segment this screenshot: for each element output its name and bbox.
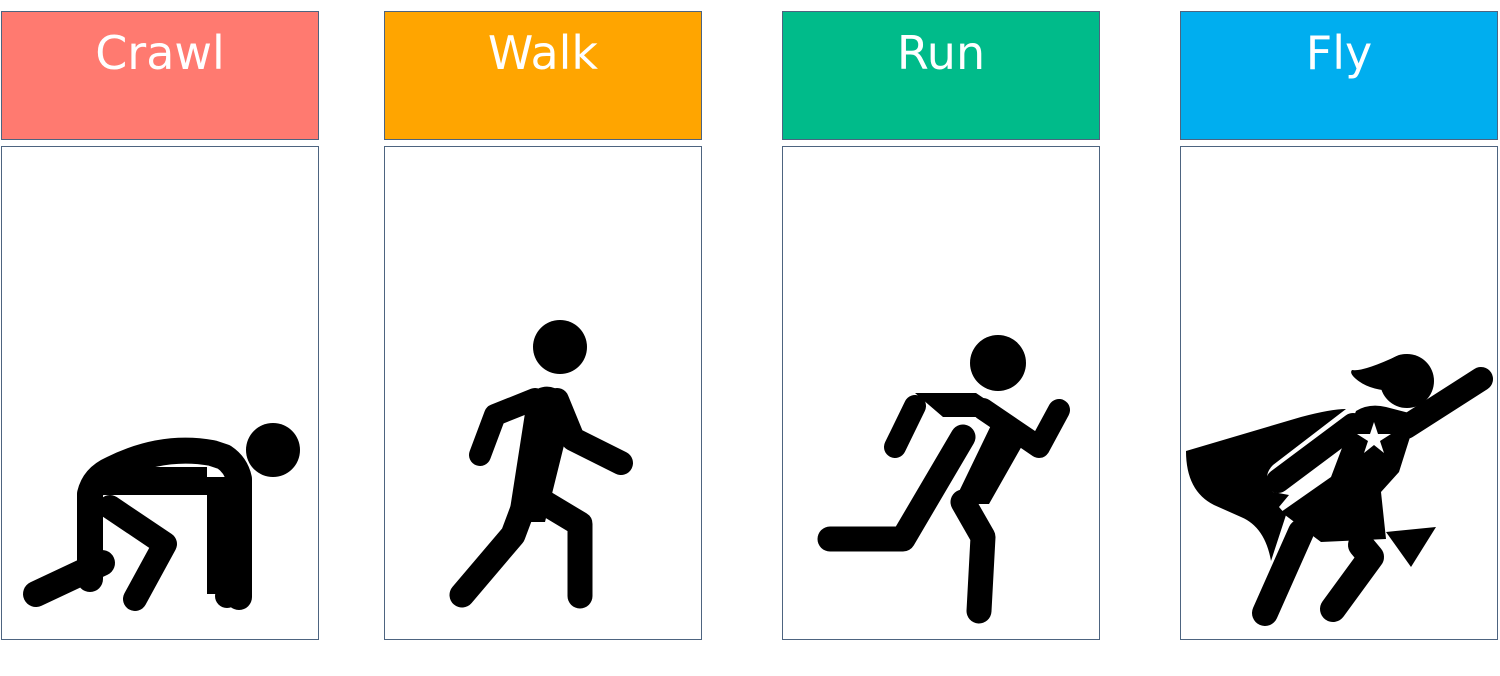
stage-panel-run (782, 146, 1100, 640)
stage-header-walk: Walk (384, 11, 702, 140)
crawling-person-icon (23, 423, 300, 611)
stage-header-run: Run (782, 11, 1100, 140)
stage-header-crawl: Crawl (1, 11, 319, 140)
stage-panel-crawl (1, 146, 319, 640)
walking-person-icon (449, 320, 633, 609)
running-person-icon (817, 335, 1070, 624)
stage-panel-walk (384, 146, 702, 640)
stage-panel-fly (1180, 146, 1498, 640)
stage-header-fly: Fly (1180, 11, 1498, 140)
flying-superhero-icon (1186, 354, 1493, 626)
stage-label: Walk (487, 26, 599, 80)
stage-label: Fly (1305, 26, 1373, 80)
stage-label: Run (896, 26, 986, 80)
stage-label: Crawl (95, 26, 225, 80)
